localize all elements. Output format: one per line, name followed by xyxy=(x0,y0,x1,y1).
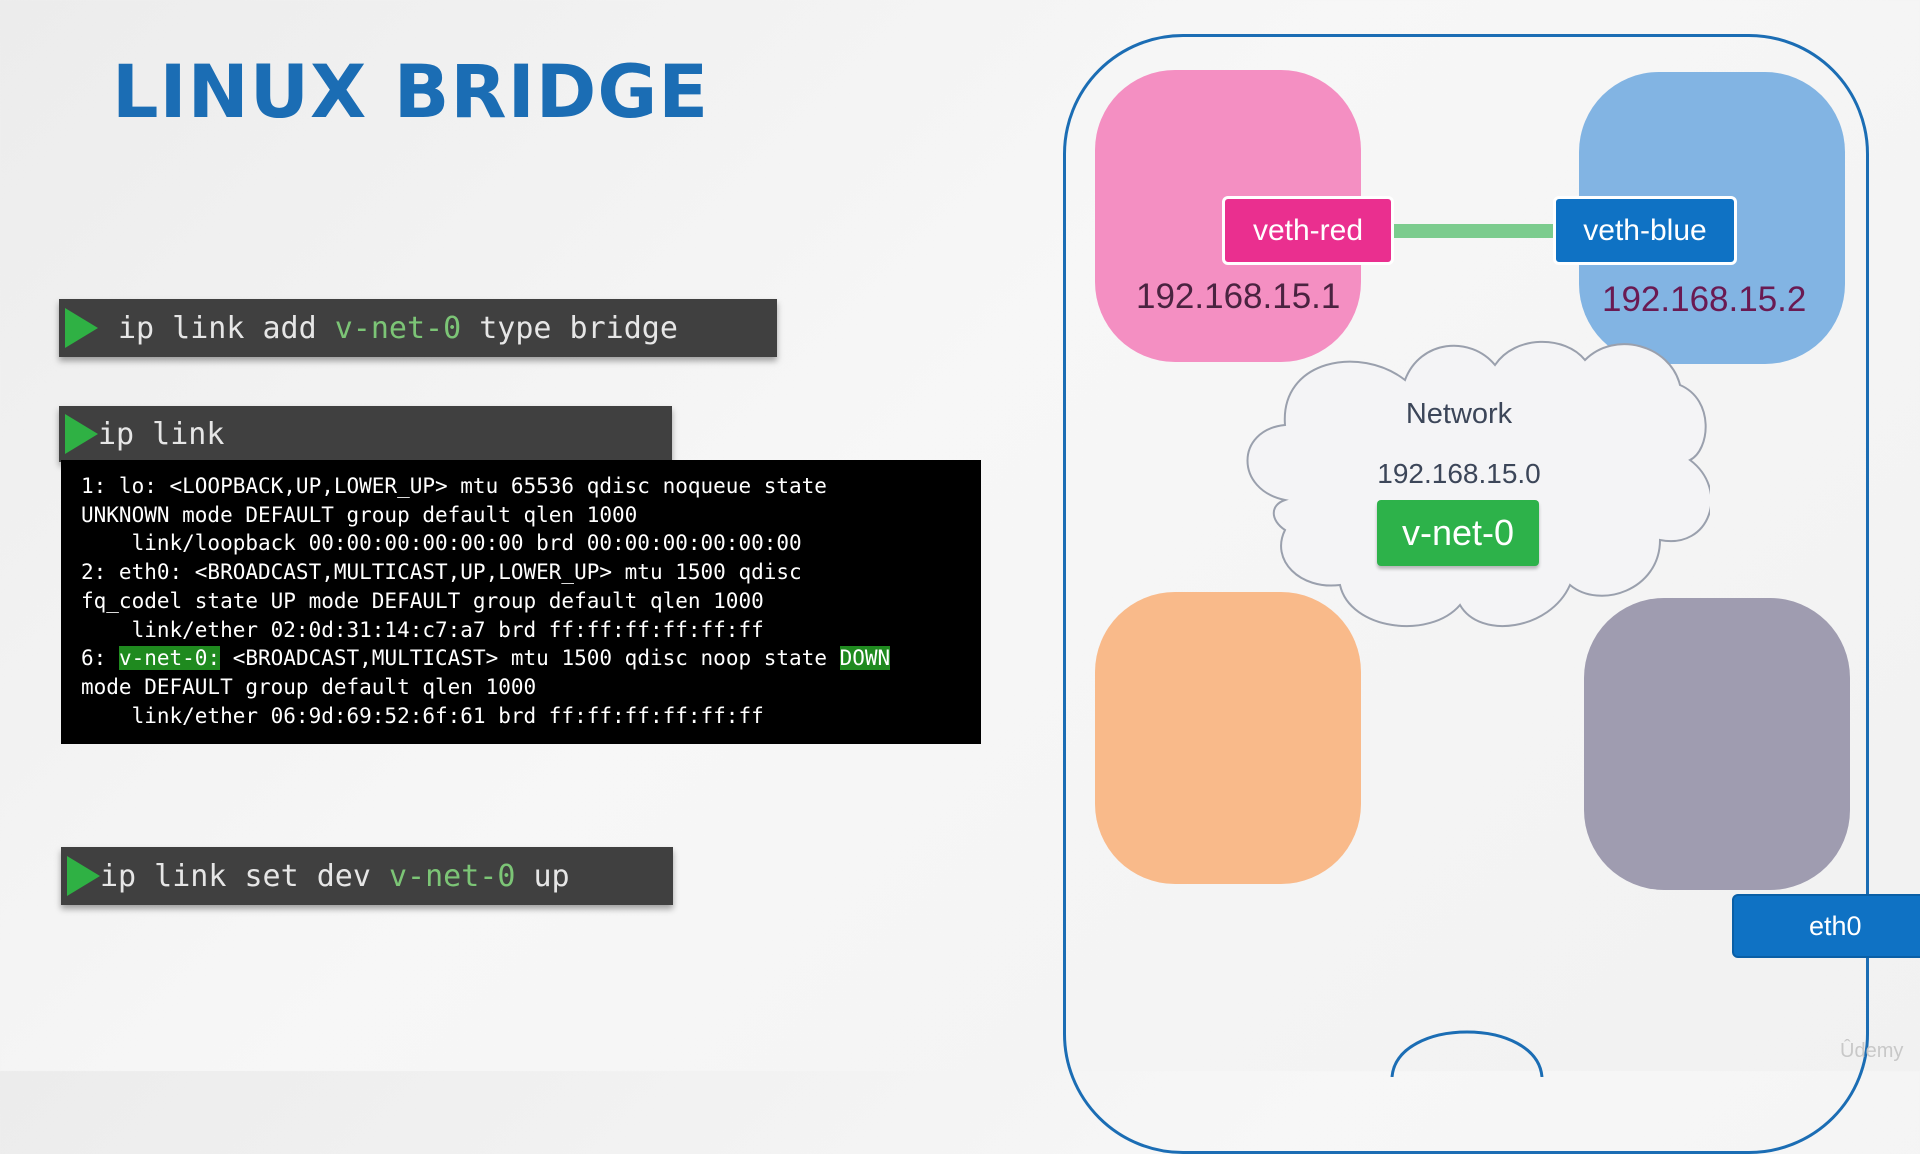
namespace-orange xyxy=(1095,592,1361,884)
play-icon xyxy=(67,856,100,896)
veth-blue-interface: veth-blue xyxy=(1553,196,1737,265)
terminal-line: 1: lo: <LOOPBACK,UP,LOWER_UP> mtu 65536 … xyxy=(81,474,827,498)
play-icon xyxy=(65,308,98,348)
terminal-output: 1: lo: <LOOPBACK,UP,LOWER_UP> mtu 65536 … xyxy=(61,460,981,744)
network-cloud-icon xyxy=(1246,340,1710,627)
command-text: ip link xyxy=(98,416,225,452)
slide-title: LINUX BRIDGE xyxy=(112,50,710,135)
network-label: Network xyxy=(1405,398,1513,430)
terminal-line: 2: eth0: <BROADCAST,MULTICAST,UP,LOWER_U… xyxy=(81,560,802,585)
command-ip-link-set: ip link set dev v-net-0 up xyxy=(61,847,673,905)
bridge-v-net-0: v-net-0 xyxy=(1377,500,1539,566)
bridge-name-highlight: v-net-0 xyxy=(388,858,516,894)
eth0-interface: eth0 xyxy=(1732,894,1920,958)
terminal-line: 6: v-net-0: <BROADCAST,MULTICAST> mtu 15… xyxy=(81,646,891,671)
terminal-line: mode DEFAULT group default qlen 1000 xyxy=(81,674,537,699)
terminal-line: UNKNOWN mode DEFAULT group default qlen … xyxy=(81,502,638,527)
bridge-name-highlight: v-net-0 xyxy=(334,310,462,346)
command-ip-link-add: ip link add v-net-0 type bridge xyxy=(59,299,777,357)
namespace-gray xyxy=(1584,598,1850,890)
network-ip: 192.168.15.0 xyxy=(1377,458,1541,489)
terminal-line: fq_codel state UP mode DEFAULT group def… xyxy=(81,588,764,613)
ip-address-red: 192.168.15.1 xyxy=(1136,277,1341,316)
veth-red-interface: veth-red xyxy=(1222,196,1394,265)
terminal-line: link/loopback 00:00:00:00:00:00 brd 00:0… xyxy=(81,531,802,556)
state-down-highlight: DOWN xyxy=(839,646,891,671)
terminal-line: link/ether 06:9d:69:52:6f:61 brd ff:ff:f… xyxy=(81,703,764,728)
play-icon xyxy=(65,414,98,454)
watermark-logo: Ûdemy xyxy=(1840,1040,1904,1062)
terminal-line: link/ether 02:0d:31:14:c7:a7 brd ff:ff:f… xyxy=(81,617,764,642)
interface-highlight: v-net-0: xyxy=(118,646,221,671)
veth-pipe-connector xyxy=(1390,224,1560,238)
command-text: ip link set dev v-net-0 up xyxy=(100,858,570,894)
bottom-port-arc xyxy=(1390,1030,1544,1077)
ip-address-blue: 192.168.15.2 xyxy=(1602,280,1807,319)
command-ip-link: ip link xyxy=(59,406,672,462)
command-text: ip link add v-net-0 type bridge xyxy=(118,310,678,346)
